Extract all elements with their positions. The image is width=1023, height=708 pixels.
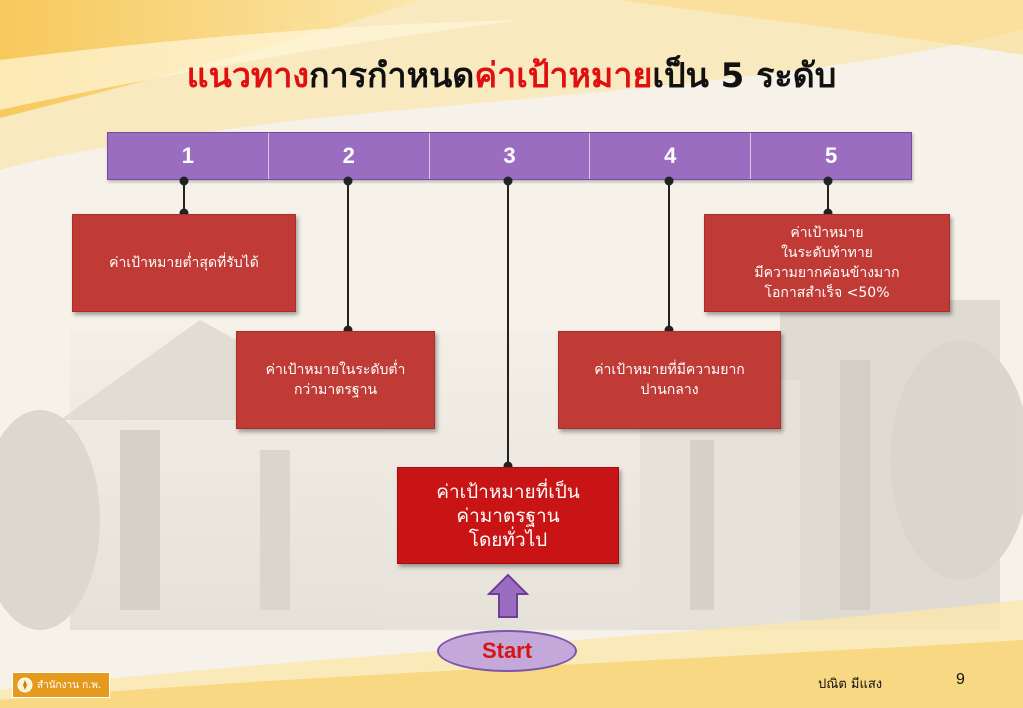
level-3-text: ค่าเป้าหมายที่เป็น ค่ามาตรฐาน โดยทั่วไป (436, 480, 580, 551)
level-bar: 1 2 3 4 5 (107, 132, 912, 180)
level-2-box: ค่าเป้าหมายในระดับต่ำ กว่ามาตรฐาน (236, 331, 435, 429)
title-part-3: ค่าเป้าหมาย (474, 56, 653, 96)
level-1-cell: 1 (108, 133, 269, 179)
up-arrow-icon (487, 573, 529, 618)
level-5-box: ค่าเป้าหมาย ในระดับท้าทาย มีความยากค่อนข… (704, 214, 950, 312)
title-part-2: การกำหนด (309, 56, 475, 96)
emblem-icon (17, 677, 33, 693)
level-5-cell: 5 (824, 143, 838, 168)
slide-title: แนวทางการกำหนดค่าเป้าหมายเป็น 5 ระดับ (0, 48, 1023, 102)
level-4-text: ค่าเป้าหมายที่มีความยาก ปานกลาง (594, 362, 745, 398)
level-1-box: ค่าเป้าหมายต่ำสุดที่รับได้ (72, 214, 296, 312)
page-number: 9 (956, 671, 965, 688)
title-part-4: เป็น 5 ระดับ (652, 56, 837, 96)
logo-text: สำนักงาน ก.พ. (37, 679, 102, 691)
level-5-text: ค่าเป้าหมาย ในระดับท้าทาย มีความยากค่อนข… (754, 225, 900, 301)
level-3-box: ค่าเป้าหมายที่เป็น ค่ามาตรฐาน โดยทั่วไป (397, 467, 619, 564)
level-1-text: ค่าเป้าหมายต่ำสุดที่รับได้ (109, 255, 259, 271)
author-name: ปณิต มีแสง (818, 677, 883, 692)
level-4-box: ค่าเป้าหมายที่มีความยาก ปานกลาง (558, 331, 781, 429)
level-4-cell: 4 (590, 133, 752, 179)
level-2-text: ค่าเป้าหมายในระดับต่ำ กว่ามาตรฐาน (265, 362, 406, 398)
footer-logo: สำนักงาน ก.พ. (12, 672, 110, 698)
level-2-cell: 2 (269, 133, 430, 179)
level-3-cell: 3 (430, 133, 591, 179)
title-part-1: แนวทาง (186, 56, 310, 96)
start-oval: Start (437, 630, 577, 672)
